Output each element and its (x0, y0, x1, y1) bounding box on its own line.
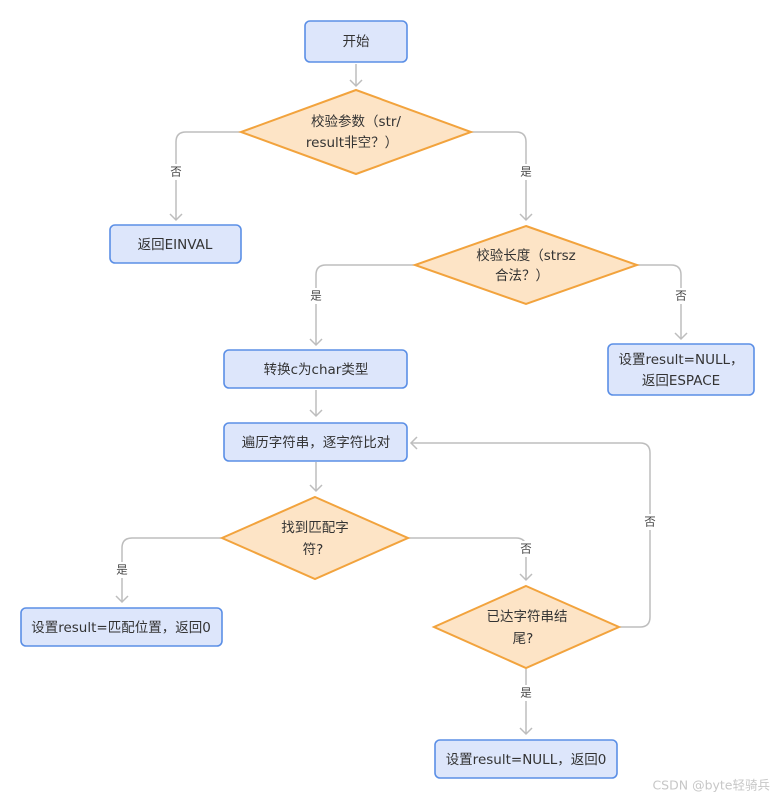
edge-label-no: 否 (170, 165, 182, 179)
node-found-match-line1: 找到匹配字 (281, 520, 349, 536)
edge-label-yes: 是 (520, 165, 532, 179)
edge-start-to-check-params (349, 64, 363, 88)
node-start: 开始 (304, 20, 408, 63)
node-check-params-line2: result非空？） (306, 135, 398, 151)
node-reached-end-line1: 已达字符串结 (487, 609, 568, 625)
node-set-null-espace-line2: 返回ESPACE (642, 373, 720, 389)
edge-found-match-to-reached-end: 否 (408, 537, 536, 582)
node-check-params: 校验参数（str/ result非空？） (238, 88, 474, 176)
edge-convert-c-to-traverse (309, 390, 323, 418)
edge-found-match-to-set-match: 是 (112, 537, 221, 604)
node-set-null-zero: 设置result=NULL，返回0 (434, 739, 618, 779)
edge-label-no: 否 (520, 542, 532, 556)
node-set-match: 设置result=匹配位置，返回0 (20, 607, 223, 647)
node-convert-c: 转换c为char类型 (223, 349, 408, 389)
node-reached-end-line2: 尾? (513, 631, 534, 647)
edge-check-params-to-return-einval: 否 (166, 131, 240, 222)
edge-check-params-to-check-length: 是 (471, 131, 536, 222)
node-return-einval-label: 返回EINVAL (138, 237, 213, 253)
watermark: CSDN @byte轻骑兵 (652, 778, 770, 793)
node-traverse: 遍历字符串，逐字符比对 (223, 422, 408, 462)
node-check-length-line1: 校验长度（strsz (476, 247, 576, 264)
node-start-label: 开始 (343, 34, 370, 50)
node-check-length: 校验长度（strsz 合法？） (411, 224, 641, 306)
node-return-einval: 返回EINVAL (109, 224, 242, 264)
node-set-match-label: 设置result=匹配位置，返回0 (31, 620, 211, 636)
node-check-params-line1: 校验参数（str/ (311, 113, 401, 130)
node-convert-c-label: 转换c为char类型 (264, 362, 369, 378)
node-set-null-espace: 设置result=NULL， 返回ESPACE (607, 343, 755, 396)
edge-label-yes: 是 (310, 289, 322, 303)
node-found-match-line2: 符? (303, 542, 324, 558)
node-set-null-zero-label: 设置result=NULL，返回0 (446, 752, 607, 768)
edge-traverse-to-found-match (309, 462, 323, 493)
edge-label-yes: 是 (520, 686, 532, 700)
edge-label-no: 否 (644, 515, 656, 529)
edge-check-length-to-set-null-espace: 否 (637, 264, 691, 341)
edge-label-yes: 是 (116, 563, 128, 577)
edge-check-length-to-convert-c: 是 (306, 264, 415, 347)
node-reached-end: 已达字符串结 尾? (431, 584, 622, 670)
edge-reached-end-to-set-null-zero: 是 (516, 669, 536, 736)
node-traverse-label: 遍历字符串，逐字符比对 (242, 435, 391, 451)
node-found-match: 找到匹配字 符? (219, 495, 411, 581)
node-check-length-line2: 合法？） (495, 268, 549, 284)
edge-reached-end-to-traverse: 否 (409, 436, 660, 628)
node-set-null-espace-line1: 设置result=NULL， (618, 352, 743, 368)
edge-label-no: 否 (675, 289, 687, 303)
